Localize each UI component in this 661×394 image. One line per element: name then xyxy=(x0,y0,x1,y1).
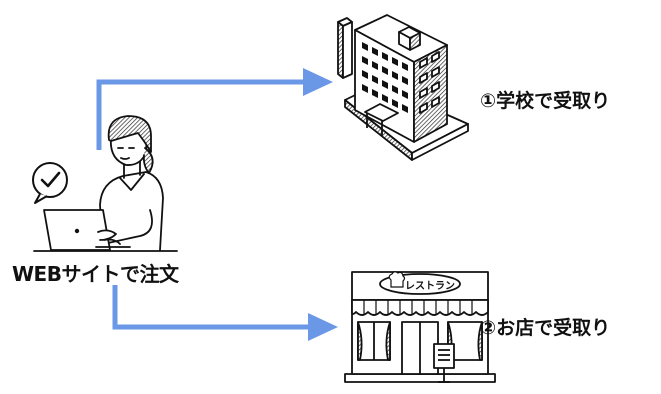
start-label: WEBサイトで注文 xyxy=(12,262,179,286)
arrow-to-school xyxy=(96,68,333,150)
restaurant-storefront-icon xyxy=(344,271,496,383)
option-school-label: ①学校で受取り xyxy=(480,90,611,112)
arrow-to-shop xyxy=(112,285,338,341)
chef-hat-icon xyxy=(388,271,406,288)
option-shop-label: ②お店で受取り xyxy=(480,317,611,339)
woman-at-laptop-icon xyxy=(33,115,178,252)
check-bubble-icon xyxy=(32,162,68,204)
office-building-icon xyxy=(337,14,469,161)
restaurant-sign-text: レストラン xyxy=(405,280,455,292)
